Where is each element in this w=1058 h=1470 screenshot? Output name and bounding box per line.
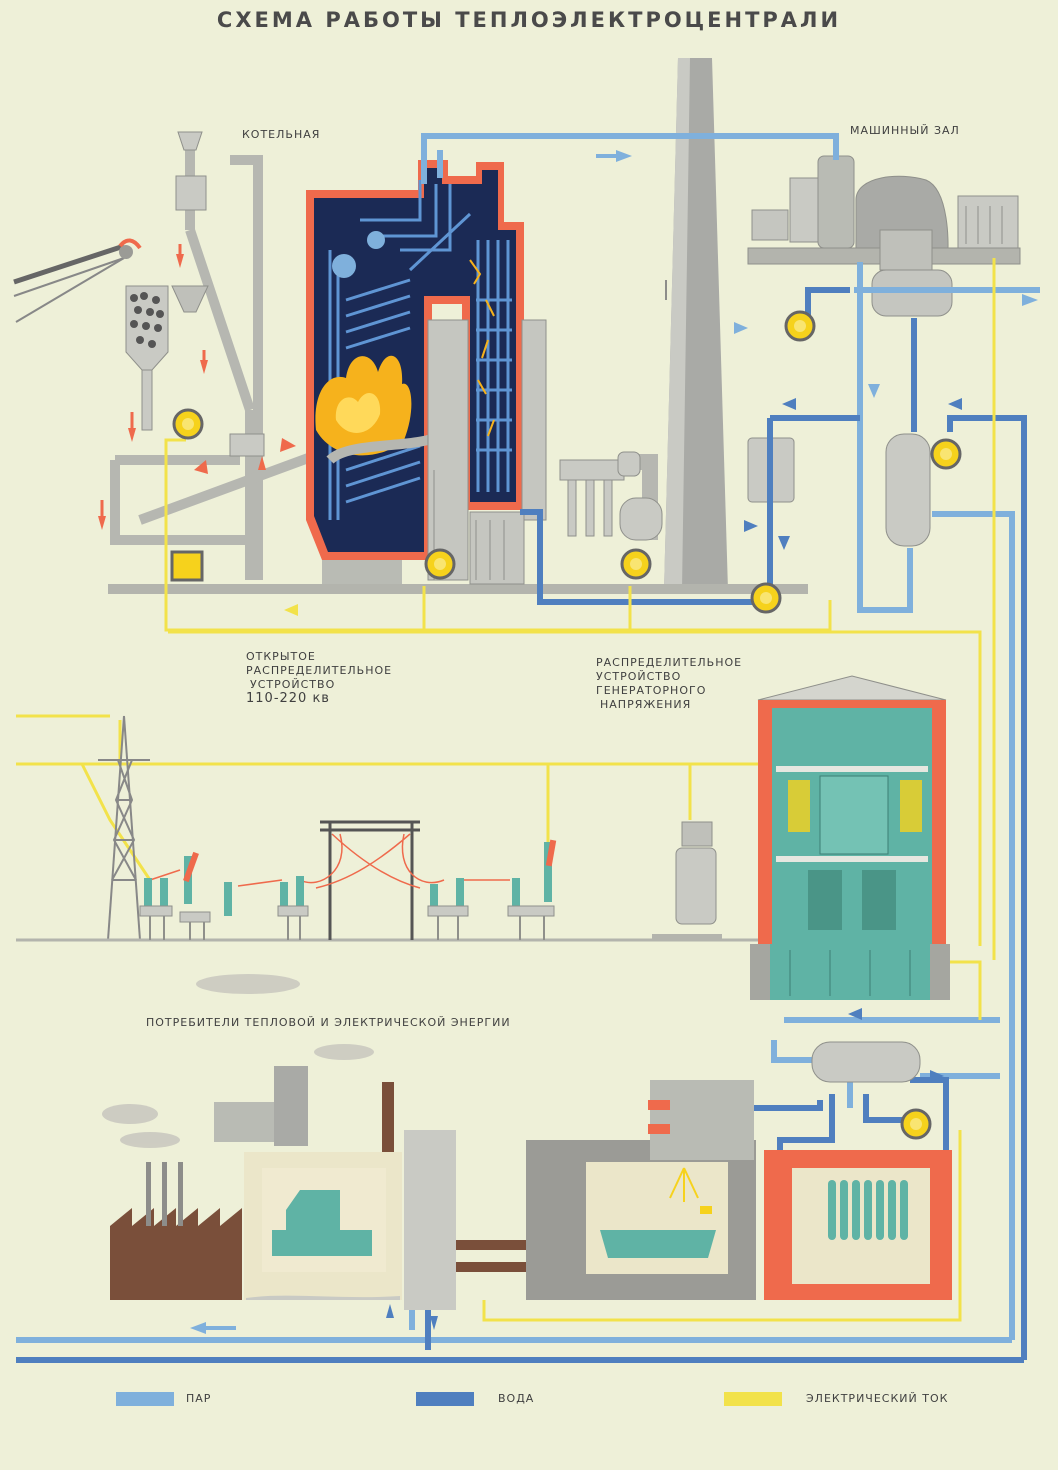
water-pipes bbox=[16, 287, 1027, 1363]
air-flow-arrows bbox=[98, 244, 296, 530]
legend-swatch-current bbox=[724, 1392, 782, 1406]
open-switchgear-label: ОТКРЫТОЕ РАСПРЕДЕЛИТЕЛЬНОЕ УСТРОЙСТВО 11… bbox=[246, 650, 393, 706]
heaters bbox=[747, 433, 931, 547]
smoke bbox=[102, 974, 374, 1148]
steam-pipes bbox=[16, 133, 1040, 1343]
transmission-tower bbox=[98, 715, 150, 941]
ash-collectors bbox=[322, 451, 663, 584]
coal-conveyor bbox=[13, 238, 142, 323]
legend-label-steam: ПАР bbox=[186, 1392, 212, 1405]
busbars bbox=[149, 833, 510, 889]
factory bbox=[110, 1066, 546, 1310]
legend-swatch-steam bbox=[116, 1392, 174, 1406]
consumers-label: ПОТРЕБИТЕЛИ ТЕПЛОВОЙ И ЭЛЕКТРИЧЕСКОЙ ЭНЕ… bbox=[146, 1016, 511, 1029]
plant-floor bbox=[108, 584, 808, 594]
current-lines bbox=[16, 258, 996, 1322]
legend-swatch-water bbox=[416, 1392, 474, 1406]
legend-label-current: ЭЛЕКТРИЧЕСКИЙ ТОК bbox=[806, 1392, 949, 1405]
turbine-generator bbox=[747, 155, 1021, 317]
legend-label-water: ВОДА bbox=[498, 1392, 535, 1405]
flow-arrows bbox=[190, 150, 1038, 1334]
boiler-room-label: КОТЕЛЬНАЯ bbox=[242, 128, 321, 141]
residential-building bbox=[526, 1080, 756, 1300]
chimney bbox=[664, 58, 728, 590]
mill-separator bbox=[171, 131, 265, 457]
heat-exchanger bbox=[811, 1041, 921, 1083]
machine-hall-label: МАШИННЫЙ ЗАЛ bbox=[850, 124, 960, 137]
heated-building bbox=[764, 1150, 952, 1300]
air-heater bbox=[427, 319, 547, 585]
switchgear-building bbox=[750, 675, 950, 1000]
boiler bbox=[306, 160, 524, 560]
portal-frame bbox=[320, 820, 420, 940]
pumps bbox=[170, 310, 962, 1140]
disconnectors bbox=[139, 839, 557, 940]
coal-bunker bbox=[125, 285, 169, 431]
power-transformer bbox=[652, 821, 722, 940]
diagram-title: СХЕМА РАБОТЫ ТЕПЛОЭЛЕКТРОЦЕНТРАЛИ bbox=[216, 8, 842, 32]
generator-switchgear-label: РАСПРЕДЕЛИТЕЛЬНОЕ УСТРОЙСТВО ГЕНЕРАТОРНО… bbox=[596, 656, 743, 711]
